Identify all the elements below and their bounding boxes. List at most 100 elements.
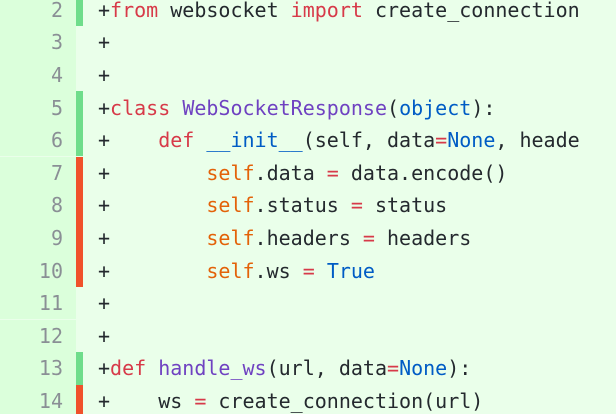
line-number-gutter[interactable]: 5 [0, 91, 76, 124]
code-token: + [98, 258, 207, 283]
line-number: 9 [50, 225, 63, 250]
code-token [194, 128, 206, 152]
code-token: __init__ [206, 128, 303, 153]
line-number-gutter[interactable]: 6 [0, 123, 76, 157]
code-token: + [98, 356, 111, 381]
code-token [170, 96, 182, 120]
line-number: 11 [38, 291, 63, 316]
line-number-gutter[interactable]: 13 [0, 352, 76, 385]
line-number: 6 [50, 128, 63, 153]
line-number-gutter[interactable]: 11 [0, 286, 76, 320]
line-number-gutter[interactable]: 4 [0, 58, 76, 92]
line-number: 4 [50, 62, 63, 87]
line-number: 10 [38, 258, 63, 283]
code-token: ( [387, 95, 400, 120]
code-token: ): [471, 95, 496, 120]
code-text: +def handle_ws(url, data=None): [98, 356, 471, 380]
line-number: 5 [50, 95, 63, 120]
code-token: + [98, 30, 111, 55]
modified-line-marker [76, 384, 83, 414]
code-token: True [326, 258, 375, 283]
code-token: + [98, 160, 207, 185]
code-token: class [110, 95, 171, 120]
code-token: + [98, 225, 207, 250]
code-token: + [98, 0, 111, 22]
code-token: (url, data [266, 356, 388, 381]
line-number-gutter[interactable]: 7 [0, 156, 76, 190]
code-token: object [399, 95, 472, 120]
code-token: + [98, 193, 207, 218]
code-token: .status [254, 193, 351, 218]
line-number-gutter[interactable]: 9 [0, 221, 76, 255]
code-text: + ws = create_connection(url) [98, 389, 483, 413]
modified-line-marker [76, 221, 83, 255]
code-token: + [98, 291, 111, 316]
code-text: + self.ws = True [98, 259, 375, 283]
diff-line: 11 + [0, 286, 616, 320]
code-text: + def __init__(self, data=None, heade [98, 128, 580, 152]
added-line-marker [76, 352, 83, 385]
line-number: 8 [50, 193, 63, 218]
code-text: +class WebSocketResponse(object): [98, 96, 495, 120]
code-text: + [98, 324, 110, 348]
code-token: = [362, 225, 375, 250]
code-token: from [110, 0, 159, 22]
modified-line-marker [76, 156, 83, 190]
code-token: import [290, 0, 363, 22]
code-token: None [447, 128, 496, 153]
line-number-gutter[interactable]: 14 [0, 384, 76, 414]
line-number-gutter[interactable]: 8 [0, 189, 76, 222]
code-text: + [98, 63, 110, 87]
code-token: .ws [254, 258, 303, 283]
diff-line: 6 + def __init__(self, data=None, heade [0, 123, 616, 157]
line-number-gutter[interactable]: 12 [0, 319, 76, 353]
line-number-gutter[interactable]: 10 [0, 254, 76, 287]
diff-line: 2 +from websocket import create_connectio… [0, 0, 616, 27]
code-token: + [98, 95, 111, 120]
line-number-gutter[interactable]: 3 [0, 26, 76, 59]
modified-line-marker [76, 189, 83, 222]
code-token: def [158, 128, 195, 153]
added-line-marker [76, 0, 83, 27]
code-token: = [194, 388, 207, 413]
code-token: = [387, 356, 400, 381]
diff-line: 5 +class WebSocketResponse(object): [0, 91, 616, 124]
code-token: data.encode() [338, 160, 508, 185]
diff-line: 4+ [0, 58, 616, 92]
diff-line: 3+ [0, 26, 616, 59]
modified-line-marker [76, 254, 83, 287]
code-token: ): [447, 356, 472, 381]
code-token: websocket [158, 0, 291, 22]
line-number-gutter[interactable]: 2 [0, 0, 76, 27]
code-token [315, 259, 327, 283]
diff-line: 9 + self.headers = headers [0, 221, 616, 255]
code-token: status [362, 193, 448, 218]
diff-line: 7 + self.data = data.encode() [0, 156, 616, 190]
diff-line: 13 +def handle_ws(url, data=None): [0, 352, 616, 385]
code-text: + [98, 30, 110, 54]
code-token: self [206, 225, 255, 250]
line-number: 13 [38, 356, 63, 381]
added-line-marker [76, 91, 83, 124]
code-token: self [206, 193, 255, 218]
line-number: 2 [50, 0, 63, 22]
diff-line: 14 + ws = create_connection(url) [0, 384, 616, 414]
code-token: = [302, 258, 315, 283]
code-token: self [206, 160, 255, 185]
line-number: 7 [50, 160, 63, 185]
line-number: 14 [38, 388, 63, 413]
code-token: + [98, 128, 159, 153]
code-text: + self.headers = headers [98, 226, 471, 250]
code-token: self [206, 258, 255, 283]
code-text: + self.data = data.encode() [98, 161, 507, 185]
code-token [146, 356, 158, 380]
added-line-marker [76, 123, 83, 157]
code-text: + [98, 291, 110, 315]
code-token: = [326, 160, 339, 185]
code-token: None [399, 356, 448, 381]
code-token: , heade [495, 128, 580, 153]
code-text: +from websocket import create_connection [98, 0, 580, 22]
diff-line: 8 + self.status = status [0, 189, 616, 222]
code-token: = [350, 193, 363, 218]
code-token: ws [158, 388, 195, 413]
